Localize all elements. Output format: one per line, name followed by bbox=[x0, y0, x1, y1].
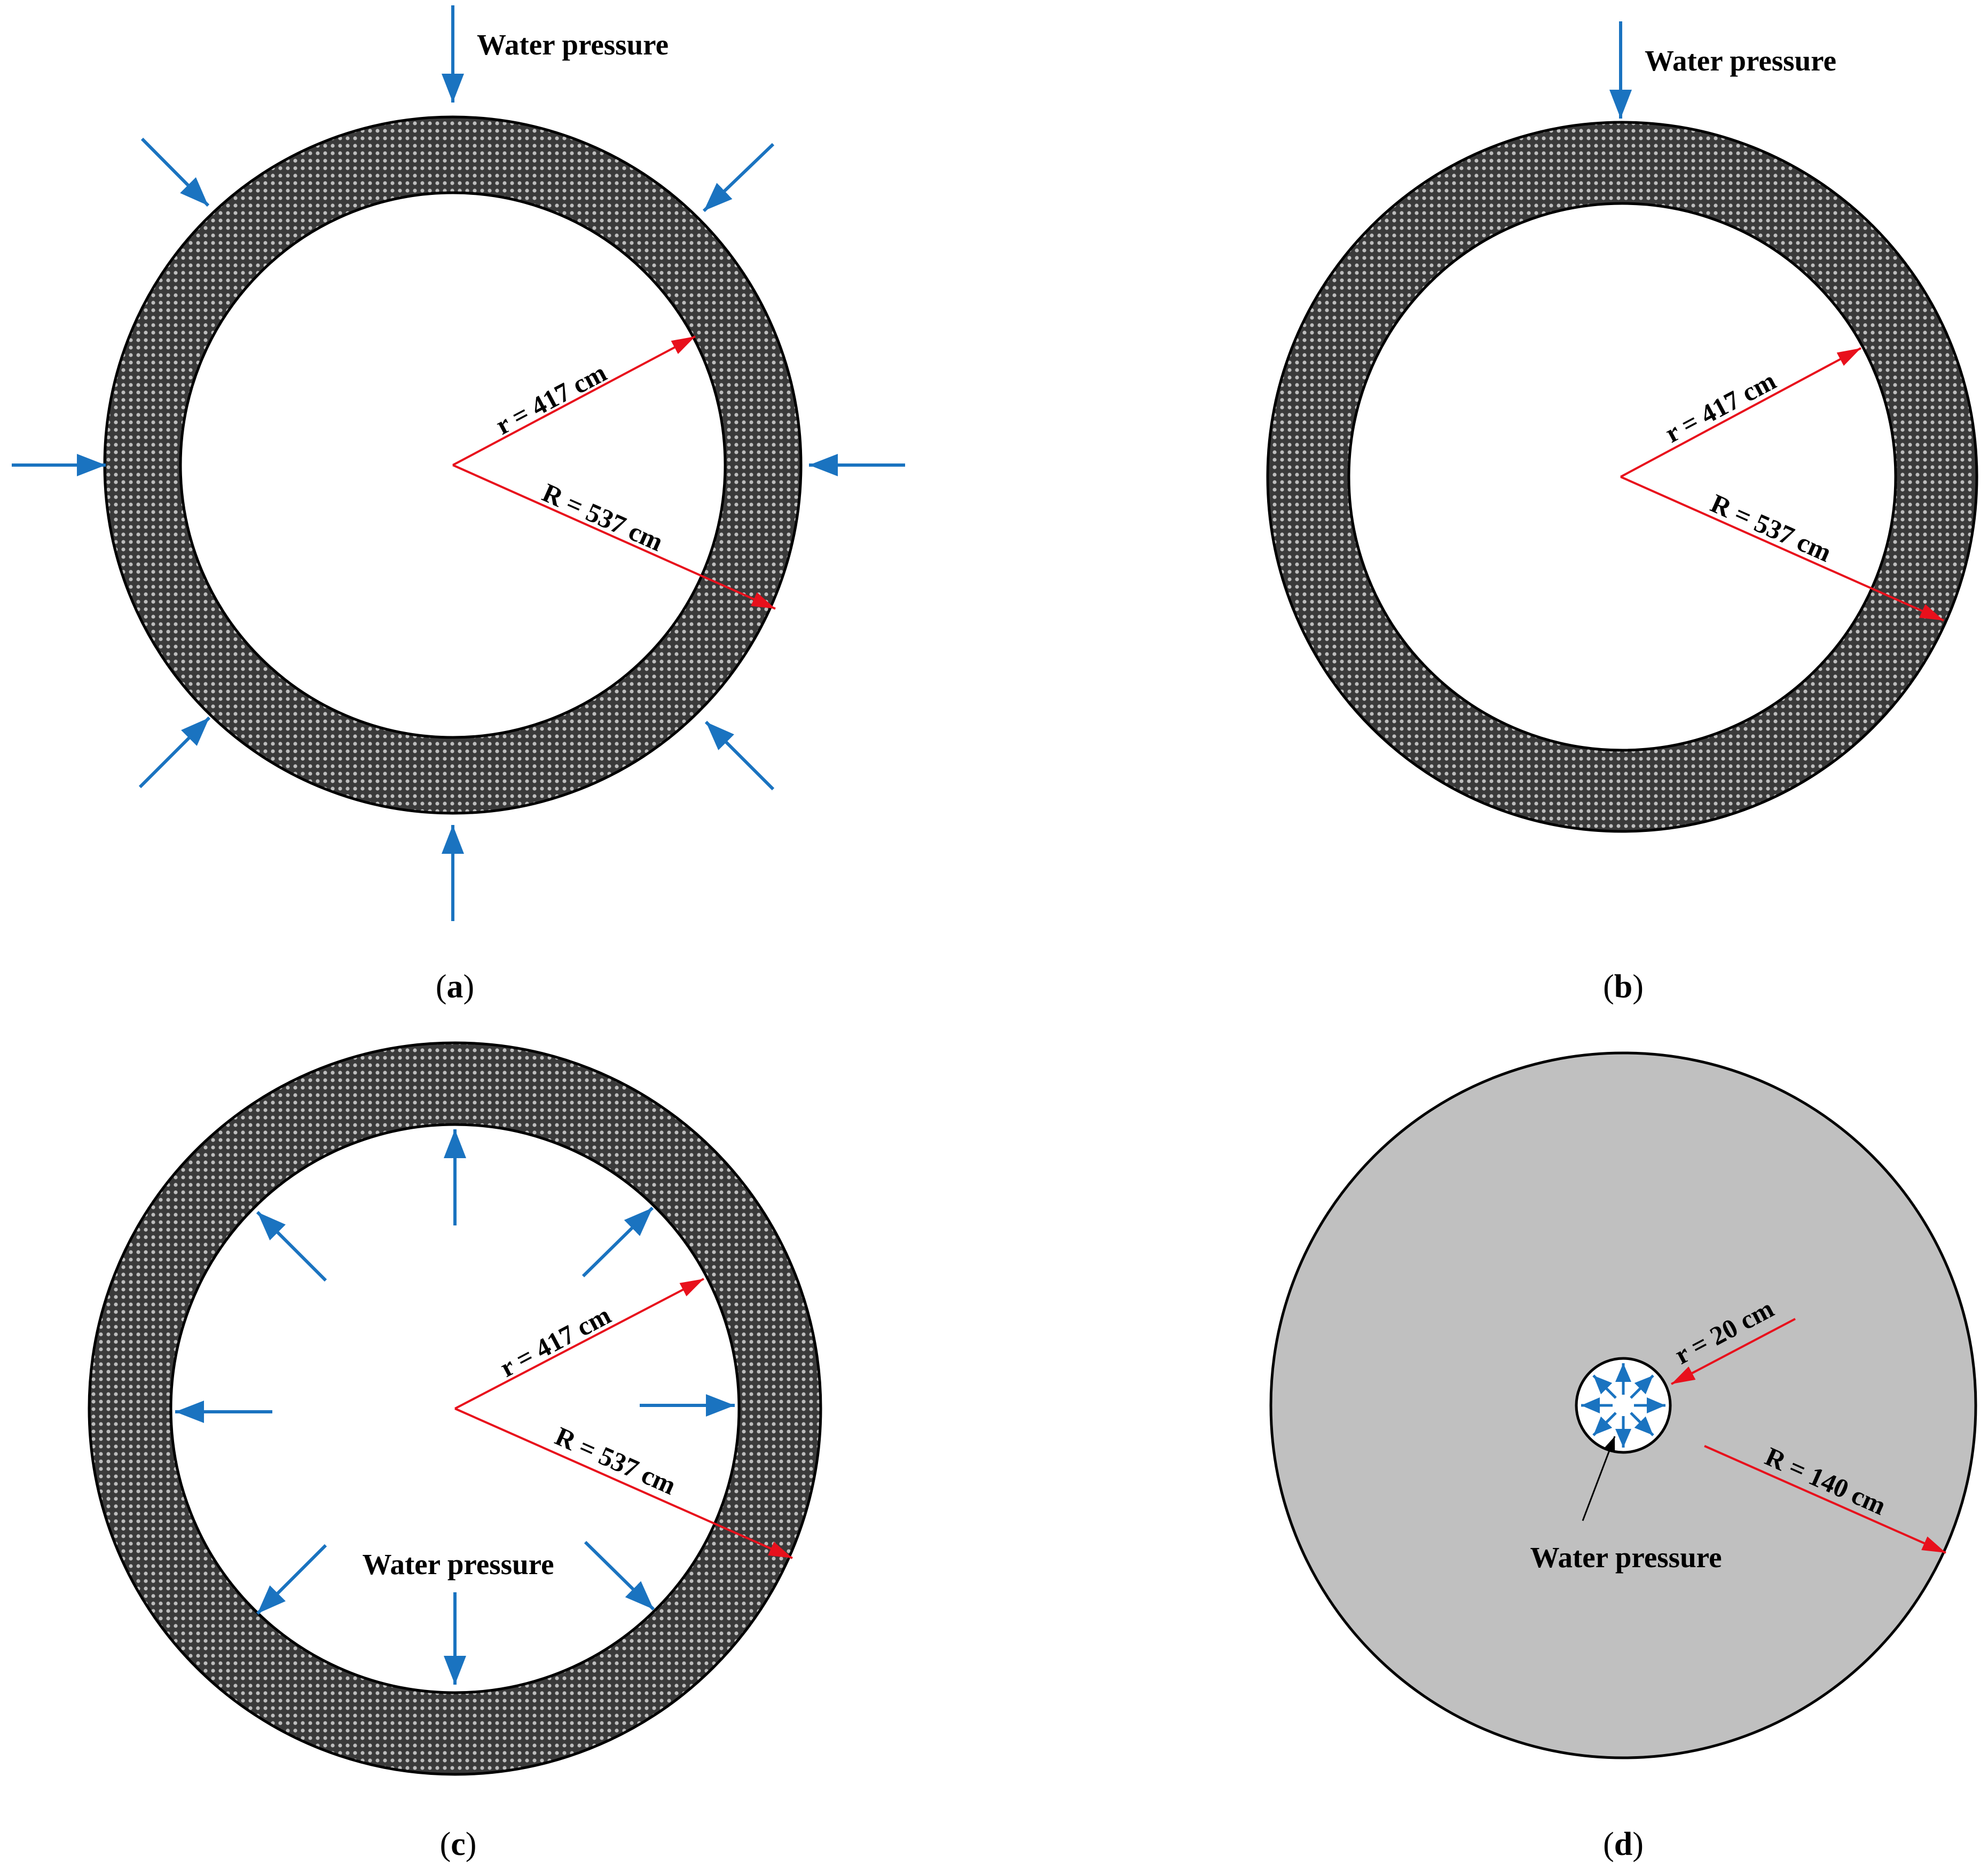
water-pressure-label: Water pressure bbox=[362, 1548, 554, 1581]
lining-ring bbox=[1266, 121, 1978, 833]
pressure-arrow bbox=[1630, 1374, 1654, 1399]
caption-a: (a) bbox=[436, 969, 474, 1005]
inner-radius-arrow bbox=[452, 335, 696, 466]
caption-c: (c) bbox=[440, 1826, 477, 1862]
pressure-arrow bbox=[704, 720, 775, 791]
pressure-arrow bbox=[140, 137, 210, 207]
outer-radius-arrow bbox=[1704, 1445, 1946, 1554]
panel-c: r = 417 cm R = 537 cm Water pressure (c) bbox=[88, 1041, 822, 1862]
pressure-arrow bbox=[138, 716, 211, 789]
outer-radius-arrow bbox=[454, 1408, 793, 1559]
pressure-arrow bbox=[582, 1206, 654, 1278]
pressure-arrow bbox=[1592, 1412, 1617, 1436]
caption-b: (b) bbox=[1603, 969, 1644, 1005]
inner-radius-label: r = 417 cm bbox=[495, 1300, 616, 1383]
radius-arrows bbox=[1671, 1318, 1946, 1554]
inner-radius-arrow bbox=[1620, 347, 1861, 478]
internal-pressure-arrows bbox=[1581, 1363, 1665, 1448]
panel-b: Water pressure r = 417 cm R = 537 cm (b) bbox=[1266, 21, 1978, 1005]
water-pressure-label: Water pressure bbox=[1530, 1541, 1722, 1574]
internal-pressure-arrows bbox=[175, 1129, 735, 1685]
water-pressure-label: Water pressure bbox=[477, 28, 669, 61]
radius-arrows bbox=[452, 335, 776, 610]
external-pressure-arrows bbox=[12, 5, 905, 921]
pressure-arrow bbox=[702, 143, 775, 213]
panel-a: Water pressure r = 417 cm R = 537 cm (a) bbox=[12, 5, 905, 1005]
outer-radius-label: R = 537 cm bbox=[1707, 488, 1836, 568]
inner-radius-arrow bbox=[1671, 1318, 1796, 1385]
outer-radius-label: R = 537 cm bbox=[538, 477, 668, 557]
pressure-arrow bbox=[1630, 1412, 1654, 1436]
pressure-arrow bbox=[584, 1540, 655, 1611]
lining-ring bbox=[103, 115, 803, 815]
panel-d: r = 20 cm R = 140 cm Water pressure (d) bbox=[1269, 1051, 1977, 1862]
radius-arrows bbox=[454, 1278, 793, 1559]
outer-radius-arrow bbox=[1620, 476, 1944, 622]
pressure-arrow bbox=[256, 1544, 327, 1615]
caption-d: (d) bbox=[1603, 1826, 1644, 1862]
inner-radius-label: r = 417 cm bbox=[1660, 365, 1781, 449]
water-pressure-label: Water pressure bbox=[1645, 44, 1836, 77]
inner-radius-label: r = 417 cm bbox=[491, 357, 611, 441]
water-pressure-leader bbox=[1582, 1436, 1616, 1521]
outer-radius-arrow bbox=[452, 464, 776, 610]
lining-ring bbox=[88, 1041, 822, 1776]
pressure-arrow bbox=[1592, 1374, 1617, 1399]
pressure-arrow bbox=[256, 1210, 327, 1282]
radius-arrows bbox=[1620, 347, 1944, 622]
inner-radius-arrow bbox=[454, 1278, 704, 1410]
